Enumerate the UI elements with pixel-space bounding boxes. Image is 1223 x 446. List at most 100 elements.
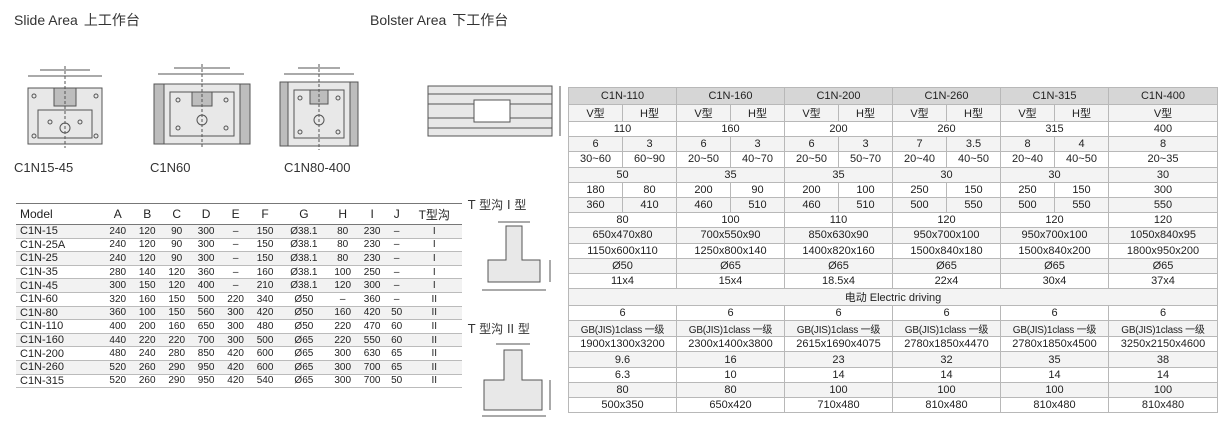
spec-cell: GB(JIS)1class 一级 — [1000, 320, 1109, 338]
col-e: E — [220, 203, 251, 225]
dimension-cell: II — [406, 306, 462, 321]
dimension-cell: 700 — [357, 360, 387, 375]
dimension-cell: – — [220, 238, 251, 253]
dimension-cell: 65 — [386, 346, 407, 361]
table-row: 电动 Electric driving — [568, 288, 1218, 307]
spec-cell: H型 — [946, 104, 1001, 122]
dimension-cell: 300 — [191, 224, 221, 239]
dimension-cell: 300 — [327, 374, 358, 389]
spec-cell: 30 — [892, 166, 1001, 183]
t-slot-type1-drawing — [482, 221, 551, 291]
spec-cell: H型 — [838, 104, 893, 122]
spec-cell: V型 — [1000, 104, 1055, 122]
dimension-cell: 50 — [386, 374, 407, 389]
spec-model-header: C1N-400 — [1108, 87, 1218, 105]
spec-cell: 510 — [730, 196, 785, 214]
dimension-cell: – — [386, 278, 407, 293]
spec-cell: 110 — [568, 120, 677, 138]
dimension-cell: 360 — [103, 306, 133, 321]
spec-cell: 100 — [838, 181, 893, 198]
spec-cell: 650x470x80 — [568, 227, 677, 244]
spec-cell: V型 — [1108, 104, 1218, 122]
spec-model-header: C1N-160 — [676, 87, 785, 105]
spec-cell: 180 — [568, 181, 623, 198]
spec-cell: 200 — [784, 181, 839, 198]
dimension-cell: 160 — [250, 265, 280, 280]
col-t-slot: T型沟 — [406, 203, 462, 225]
spec-model-header: C1N-315 — [1000, 87, 1109, 105]
spec-cell: GB(JIS)1class 一级 — [784, 320, 893, 338]
spec-cell: 37x4 — [1108, 272, 1218, 290]
spec-cell: 260 — [892, 120, 1001, 138]
dimension-cell: 650 — [191, 319, 221, 334]
spec-model-header: C1N-200 — [784, 87, 893, 105]
dimension-cell: 240 — [103, 251, 133, 266]
dimension-cell: 150 — [132, 278, 162, 293]
spec-cell: V型 — [568, 104, 623, 122]
spec-cell: 400 — [1108, 120, 1218, 138]
dimension-cell: 280 — [161, 346, 192, 361]
dimension-cell: II — [406, 333, 462, 348]
spec-cell: 6 — [676, 305, 785, 322]
dimension-cell: 200 — [132, 319, 162, 334]
spec-cell: 100 — [892, 381, 1001, 399]
dimension-cell: 120 — [132, 251, 162, 266]
spec-cell: 1500x840x180 — [892, 242, 1001, 259]
spec-cell: Ø50 — [568, 257, 677, 274]
dimension-cell: II — [406, 292, 462, 307]
spec-cell: 6 — [568, 305, 677, 322]
dimension-cell: 360 — [357, 292, 387, 307]
spec-cell: GB(JIS)1class 一级 — [676, 320, 785, 338]
spec-cell: 50 — [568, 166, 677, 183]
spec-cell: 650x420 — [676, 396, 785, 414]
spec-model-header: C1N-260 — [892, 87, 1001, 105]
slot-label-type2: T 型沟 II 型 — [468, 322, 530, 336]
dimension-cell: II — [406, 346, 462, 361]
spec-cell: 40~70 — [730, 151, 785, 168]
dimension-cell: 120 — [327, 278, 358, 293]
spec-cell: 14 — [784, 366, 893, 383]
spec-cell: 300 — [1108, 181, 1218, 198]
spec-cell: 120 — [1108, 212, 1218, 229]
spec-cell: V型 — [784, 104, 839, 122]
spec-cell: 3.5 — [946, 136, 1001, 153]
spec-cell: 950x700x100 — [1000, 227, 1109, 244]
dimension-cell: 300 — [357, 278, 387, 293]
slide-drawing-c1n80-400 — [279, 64, 359, 150]
dimension-cell: 160 — [161, 319, 192, 334]
spec-cell: 120 — [1000, 212, 1109, 229]
dimension-cell: I — [406, 251, 462, 266]
spec-cell: 460 — [784, 196, 839, 214]
dimension-cell: 700 — [357, 374, 387, 389]
bolster-area-cn: 下工作台 — [452, 13, 509, 29]
dimension-cell: 560 — [191, 306, 221, 321]
model-name-cell: C1N-160 — [16, 333, 103, 348]
spec-cell: 80 — [568, 212, 677, 229]
spec-cell: 1900x1300x3200 — [568, 336, 677, 353]
dimension-cell: 260 — [132, 374, 162, 389]
dimension-cell: 120 — [132, 238, 162, 253]
dimension-cell: 290 — [161, 374, 192, 389]
spec-cell: 2615x1690x4075 — [784, 336, 893, 353]
dimension-cell: II — [406, 319, 462, 334]
spec-cell: 15x4 — [676, 272, 785, 290]
dimension-cell: 260 — [132, 360, 162, 375]
dimension-cell: 80 — [327, 251, 358, 266]
spec-cell: 20~40 — [892, 151, 947, 168]
spec-cell: 550 — [1054, 196, 1109, 214]
dimension-cell: Ø50 — [279, 292, 328, 307]
spec-cell: 120 — [892, 212, 1001, 229]
